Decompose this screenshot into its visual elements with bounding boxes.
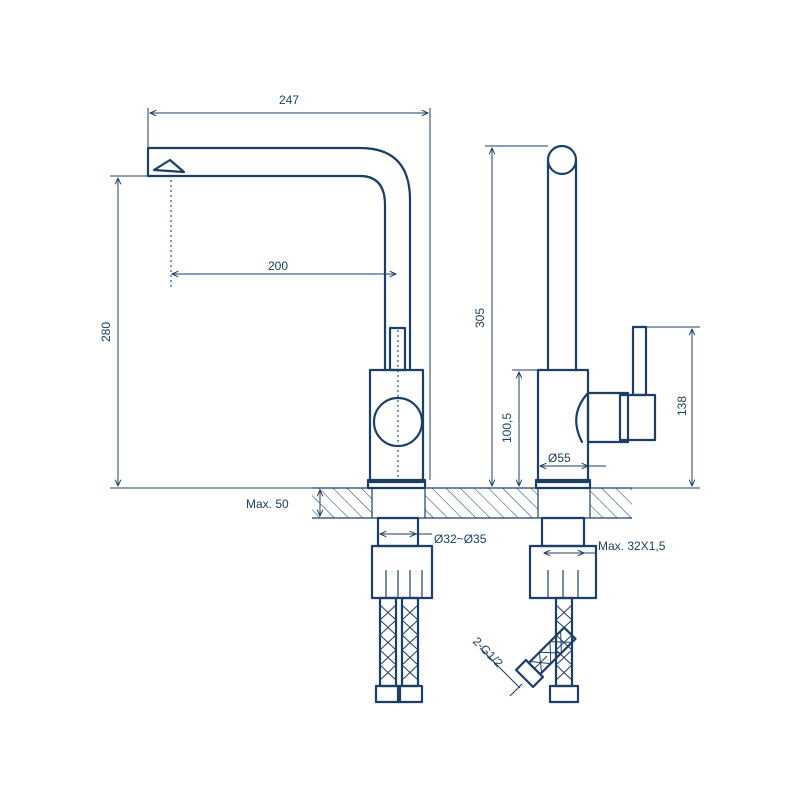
- label-hose-connection: 2-G1/2: [470, 634, 506, 670]
- front-underside: [370, 516, 434, 704]
- side-lever-cap: [618, 393, 657, 442]
- label-247: 247: [279, 93, 299, 107]
- countertop-hatch-left: [312, 488, 372, 518]
- dim-hose-leader: [479, 647, 521, 689]
- side-underside: [514, 516, 598, 704]
- front-spout: [146, 146, 412, 372]
- front-handle-circle: [372, 396, 424, 448]
- label-200: 200: [268, 259, 288, 273]
- label-max-50: Max. 50: [246, 497, 289, 511]
- front-view: [146, 146, 427, 490]
- countertop-hatch-mid: [425, 488, 538, 518]
- angled-hose: [514, 626, 577, 689]
- side-spout: [546, 158, 578, 372]
- label-1005: 100,5: [500, 413, 514, 443]
- side-body: [536, 368, 590, 484]
- dim-hose-tick-b: [534, 655, 548, 669]
- side-spout-top: [546, 144, 578, 176]
- front-nut: [370, 544, 434, 600]
- label-305: 305: [473, 308, 487, 328]
- front-shank: [376, 516, 420, 548]
- front-lever-stub: [388, 326, 407, 372]
- label-138: 138: [675, 396, 689, 416]
- front-body: [368, 368, 425, 484]
- label-thread: Max. 32X1,5: [598, 539, 666, 553]
- label-hole-diameter: Ø32~Ø35: [434, 532, 487, 546]
- side-shank: [540, 516, 586, 548]
- dimension-labels: 247 200 280 305 100,5 138 Ø55 Max. 50 Ø3…: [99, 93, 689, 670]
- label-280: 280: [99, 322, 113, 342]
- hose-braid-left: [379, 604, 397, 681]
- side-view: [534, 144, 657, 490]
- countertop: [312, 487, 632, 519]
- side-lever-cartridge: [586, 391, 630, 444]
- dimension-lines: [110, 108, 700, 697]
- aerator: [152, 158, 186, 174]
- dim-hose-tick-a: [509, 683, 523, 697]
- label-diameter-55: Ø55: [548, 451, 571, 465]
- hose-braid-right: [401, 604, 419, 681]
- side-lever-cut: [575, 391, 590, 444]
- front-connector-left: [374, 684, 402, 704]
- side-lever-rod: [631, 325, 648, 397]
- countertop-hatch-right: [590, 488, 632, 518]
- side-connector: [548, 684, 580, 704]
- front-connector-right: [396, 684, 424, 704]
